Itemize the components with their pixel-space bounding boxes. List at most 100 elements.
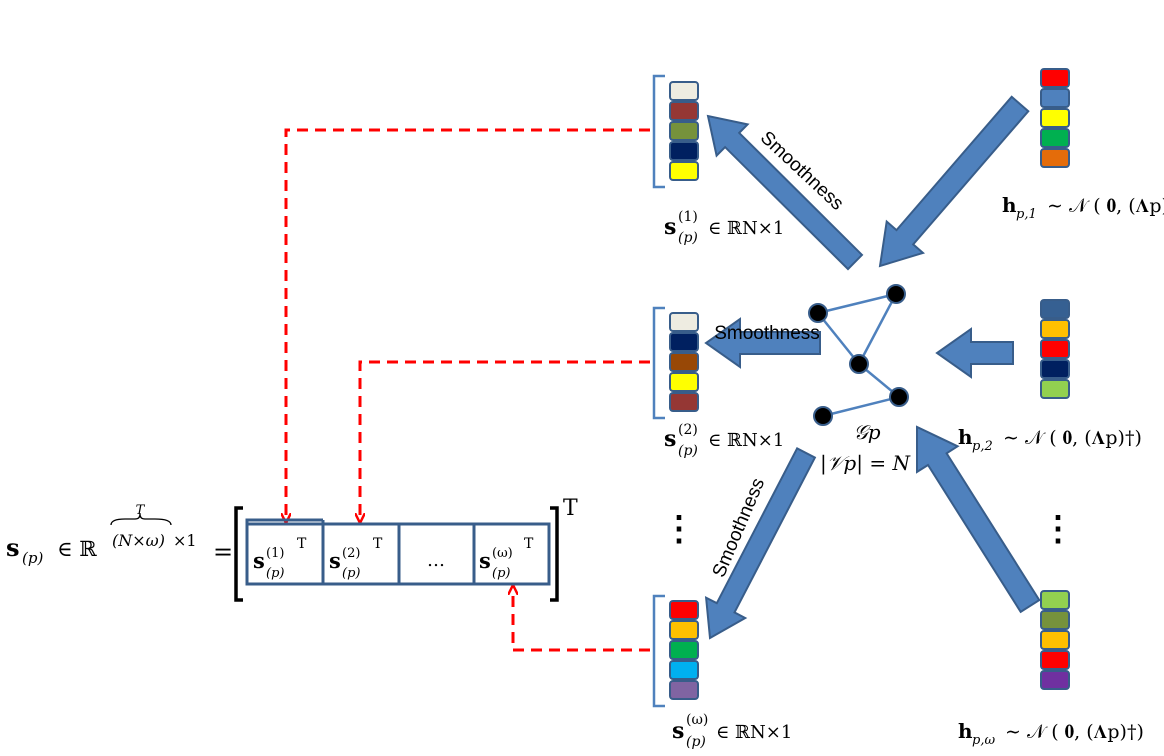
vector-cell — [1040, 299, 1070, 319]
h-vector-2 — [1040, 299, 1070, 399]
transpose-mark: T — [563, 496, 578, 521]
graph-node — [849, 354, 869, 374]
svg-text:(p): (p) — [678, 230, 698, 246]
brace — [652, 594, 665, 708]
smooth-vector-w — [652, 594, 699, 708]
vector-cell — [669, 620, 699, 640]
input-arrow-1 — [878, 95, 1030, 268]
svg-text:×1: ×1 — [173, 531, 197, 550]
vector-cell — [1040, 68, 1070, 88]
vector-cell — [1040, 610, 1070, 630]
smooth-vector-w-label: 𝐬 (ω) (p) ∈ ℝN×1 — [672, 712, 792, 750]
svg-text:=: = — [213, 538, 233, 566]
svg-text:T: T — [136, 503, 146, 518]
graph-edge — [817, 312, 860, 365]
smooth-vector-1-label: 𝐬 (1) (p) ∈ ℝN×1 — [664, 209, 784, 246]
svg-text:𝐬: 𝐬 — [329, 548, 341, 573]
h-vector-w-label: 𝐡 p,ω ∼ 𝒩 ( 𝟎, (𝚲p)†) — [958, 719, 1144, 748]
svg-text:𝐬: 𝐬 — [6, 533, 20, 562]
concat-cell-ellipsis: … — [427, 550, 445, 571]
svg-text:∈ ℝN×1: ∈ ℝN×1 — [708, 430, 784, 451]
svg-text:(2): (2) — [678, 422, 698, 438]
vector-cell — [1040, 88, 1070, 108]
svg-text:𝐬: 𝐬 — [664, 214, 676, 240]
vector-cell — [1040, 670, 1070, 690]
connector-w — [513, 590, 650, 652]
vector-cell — [1040, 590, 1070, 610]
graph-edge — [857, 293, 898, 365]
vector-cell — [1040, 148, 1070, 168]
svg-text:𝐡: 𝐡 — [958, 425, 973, 449]
concat-cell-w: 𝐬 (ω) (p) T — [479, 536, 534, 581]
h-vector-1 — [1040, 68, 1070, 168]
vector-cell — [669, 121, 699, 141]
svg-text:(ω): (ω) — [492, 546, 513, 561]
vector-cell — [669, 392, 699, 412]
svg-text:T: T — [297, 536, 307, 552]
svg-text:∈ ℝ: ∈ ℝ — [57, 537, 97, 561]
concat-cell-1: 𝐬 (1) (p) T — [253, 536, 307, 581]
smooth-vector-2 — [652, 306, 699, 420]
vector-cell — [669, 141, 699, 161]
svg-text:(1): (1) — [266, 546, 284, 561]
h-vector-1-label: 𝐡 p,1 ∼ 𝒩 ( 𝟎, (𝚲p)†) — [1002, 193, 1164, 222]
graph-node — [889, 387, 909, 407]
vector-cell — [669, 640, 699, 660]
vector-cell — [669, 332, 699, 352]
svg-text:(p): (p) — [22, 549, 43, 567]
vector-cell — [669, 161, 699, 181]
vector-cell — [669, 372, 699, 392]
vector-cell — [1040, 630, 1070, 650]
h-vector-w — [1040, 590, 1070, 690]
block-arrows — [704, 95, 1041, 640]
concat-cells: 𝐬 (1) (p) T 𝐬 (2) (p) T … 𝐬 (ω) (p) T — [245, 518, 551, 586]
vector-cell — [669, 312, 699, 332]
smoothness-arrow-1 — [706, 114, 864, 271]
vector-cell — [1040, 108, 1070, 128]
graph-edge — [817, 292, 897, 315]
svg-text:∼ 𝒩 ( 𝟎, (𝚲p)†): ∼ 𝒩 ( 𝟎, (𝚲p)†) — [1047, 195, 1164, 217]
vector-cell — [669, 680, 699, 700]
graph-node — [808, 303, 828, 323]
smoothness-arrow-3 — [704, 447, 817, 640]
svg-text:𝐡: 𝐡 — [1002, 193, 1017, 217]
ellipsis-left: ⋮ — [662, 509, 696, 549]
graph-node — [886, 284, 906, 304]
svg-text:p,1: p,1 — [1016, 207, 1037, 222]
concat-lhs: 𝐬 (p) ∈ ℝ T (N×ω) ×1 = — [6, 503, 233, 567]
graph-node — [813, 406, 833, 426]
graph-name-label: 𝒢p — [853, 420, 880, 444]
svg-text:𝐬: 𝐬 — [664, 426, 676, 452]
connector-2 — [360, 360, 650, 518]
cell-1-raised — [245, 518, 323, 584]
vector-cell — [669, 81, 699, 101]
vector-cell — [1040, 359, 1070, 379]
svg-text:∈ ℝN×1: ∈ ℝN×1 — [716, 722, 792, 743]
vector-cell — [1040, 650, 1070, 670]
svg-text:T: T — [524, 536, 534, 552]
dashed-connectors — [286, 128, 650, 652]
brace — [652, 306, 665, 420]
brace — [652, 74, 665, 189]
svg-text:(N×ω): (N×ω) — [112, 531, 165, 550]
right-bracket — [550, 506, 559, 602]
graph — [808, 284, 909, 426]
svg-text:T: T — [373, 536, 383, 552]
svg-text:∼ 𝒩 ( 𝟎, (𝚲p)†): ∼ 𝒩 ( 𝟎, (𝚲p)†) — [1003, 427, 1142, 449]
vector-cell — [1040, 319, 1070, 339]
vector-cell — [669, 101, 699, 121]
vector-cell — [1040, 128, 1070, 148]
svg-text:(p): (p) — [492, 566, 510, 581]
smooth-vector-1 — [652, 74, 699, 189]
svg-text:(p): (p) — [266, 566, 284, 581]
svg-text:𝐬: 𝐬 — [479, 548, 491, 573]
svg-text:(1): (1) — [678, 209, 698, 225]
svg-text:(p): (p) — [342, 566, 360, 581]
svg-text:(p): (p) — [678, 443, 698, 459]
svg-text:𝐬: 𝐬 — [253, 548, 265, 573]
svg-text:𝐡: 𝐡 — [958, 719, 973, 743]
h-vector-2-label: 𝐡 p,2 ∼ 𝒩 ( 𝟎, (𝚲p)†) — [958, 425, 1142, 454]
smoothness-arrow-2 — [704, 317, 821, 369]
svg-text:p,ω: p,ω — [972, 733, 995, 748]
